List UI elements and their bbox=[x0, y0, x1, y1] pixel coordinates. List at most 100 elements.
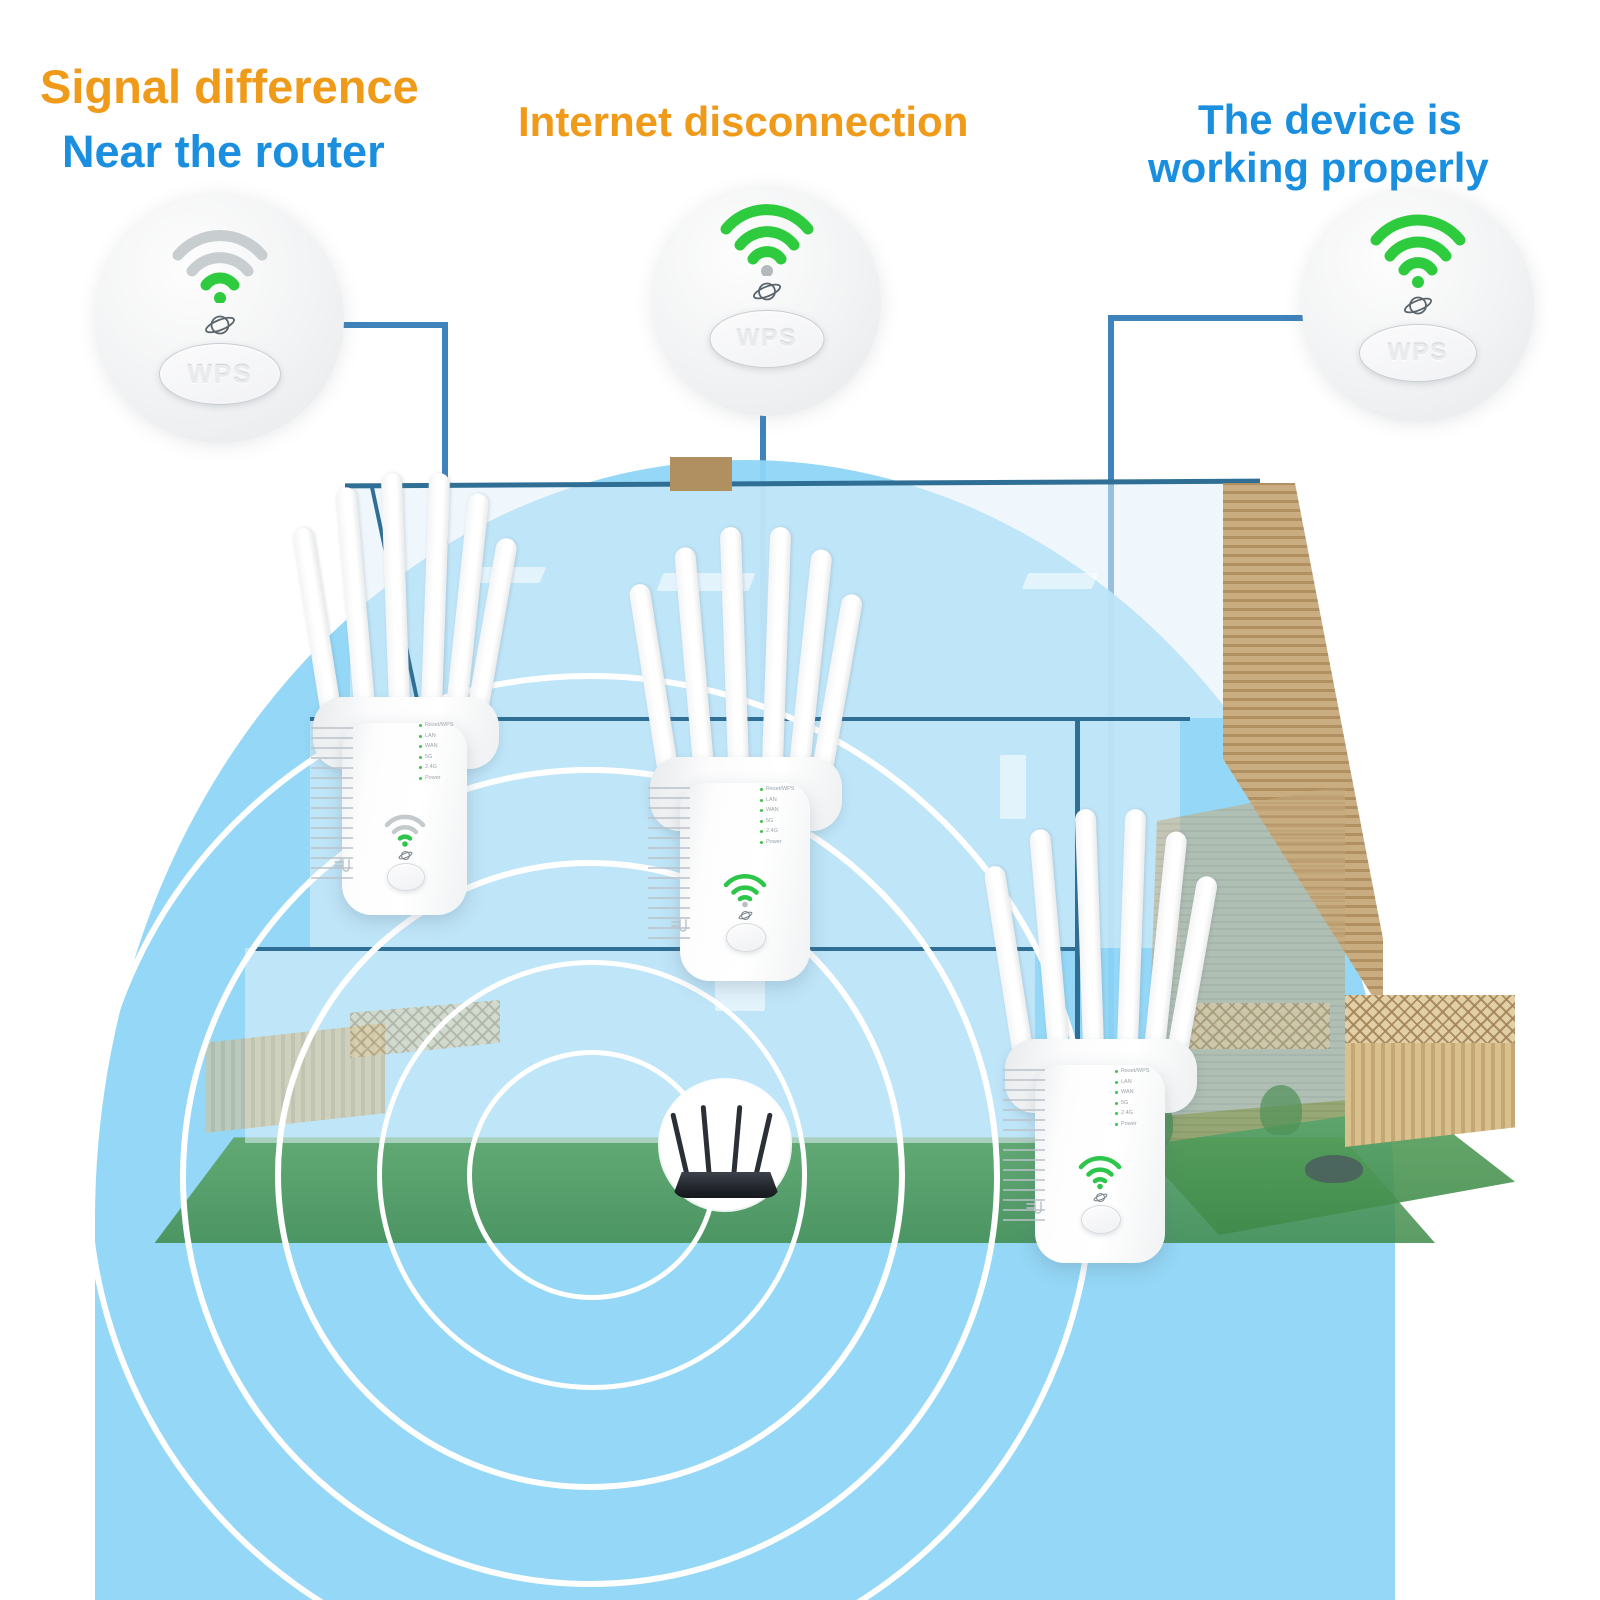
led-indicator bbox=[760, 809, 763, 813]
device-led-panel: Reset/WPS LAN WAN 5G 2.4G Power bbox=[1115, 1068, 1149, 1128]
leader-line-3-horizontal bbox=[1108, 315, 1330, 321]
led-label: Power bbox=[766, 838, 782, 845]
signal-ring-2 bbox=[377, 960, 807, 1390]
router-antenna-2 bbox=[700, 1104, 713, 1184]
led-indicator bbox=[1115, 1122, 1118, 1126]
heading-device-working-line2: working properly bbox=[1148, 144, 1489, 191]
led-row: 5G bbox=[760, 818, 794, 825]
globe-icon bbox=[1402, 292, 1434, 324]
led-indicator bbox=[419, 745, 422, 749]
potted-plant-right bbox=[1260, 1085, 1302, 1135]
device-side-fins bbox=[311, 727, 353, 887]
led-indicator bbox=[419, 766, 422, 770]
led-indicator bbox=[1115, 1091, 1118, 1095]
led-label: LAN bbox=[766, 796, 777, 803]
router-antenna-3 bbox=[730, 1104, 743, 1184]
led-indicator bbox=[760, 819, 763, 823]
antenna-3 bbox=[719, 526, 750, 774]
router-antenna-1 bbox=[670, 1112, 691, 1182]
led-row: Power bbox=[419, 775, 453, 782]
wps-button[interactable] bbox=[726, 923, 766, 952]
power-plug-icon bbox=[670, 917, 688, 936]
led-indicator bbox=[760, 840, 763, 844]
power-plug-icon bbox=[333, 857, 351, 876]
lattice-right bbox=[1345, 995, 1515, 1043]
wps-button[interactable] bbox=[387, 863, 425, 891]
device-led-panel: Reset/WPS LAN WAN 5G 2.4G Power bbox=[419, 722, 454, 782]
led-row: WAN bbox=[1115, 1089, 1149, 1096]
wps-button[interactable]: WPS bbox=[159, 343, 281, 405]
wps-button-label: WPS bbox=[187, 358, 253, 389]
wps-button[interactable]: WPS bbox=[709, 310, 825, 368]
led-indicator bbox=[1115, 1112, 1118, 1116]
wifi-signal-icon bbox=[1367, 212, 1469, 293]
heading-device-working-line1: The device is bbox=[1198, 96, 1462, 143]
antenna-4 bbox=[420, 472, 451, 712]
power-plug-icon bbox=[1025, 1199, 1043, 1218]
wifi-signal-icon bbox=[1077, 1155, 1123, 1195]
heading-internet-disconnection: Internet disconnection bbox=[518, 98, 969, 145]
chimney bbox=[670, 457, 732, 491]
antenna-2 bbox=[1028, 828, 1071, 1062]
led-indicator bbox=[760, 798, 763, 802]
heading-signal-difference-line2: Near the router bbox=[62, 126, 385, 177]
wifi-extender-middle[interactable]: Reset/WPS LAN WAN 5G 2.4G Power bbox=[620, 505, 864, 981]
wifi-signal-icon bbox=[168, 227, 272, 308]
led-row: WAN bbox=[760, 807, 794, 814]
wifi-extender-upper-left[interactable]: Reset/WPS LAN WAN 5G 2.4G Power bbox=[285, 465, 519, 915]
led-label: LAN bbox=[1121, 1078, 1132, 1085]
globe-icon bbox=[751, 278, 783, 310]
wifi-signal-icon bbox=[383, 813, 427, 852]
led-label: 2.4G bbox=[766, 828, 778, 834]
heading-signal-difference-line1: Signal difference bbox=[40, 60, 419, 113]
led-indicator bbox=[760, 830, 763, 834]
globe-icon bbox=[738, 909, 753, 927]
antenna-4 bbox=[761, 526, 792, 772]
led-row: 2.4G bbox=[760, 828, 794, 835]
led-indicator bbox=[419, 724, 422, 728]
wps-button-label: WPS bbox=[1387, 339, 1449, 366]
callout-weak-signal: WPS bbox=[96, 195, 344, 443]
led-row: WAN bbox=[419, 743, 453, 750]
led-row: Reset/WPS bbox=[419, 722, 454, 729]
led-row: Power bbox=[1115, 1120, 1149, 1128]
callout-working-ok: WPS bbox=[1302, 190, 1534, 422]
led-indicator bbox=[419, 734, 422, 738]
dog bbox=[1305, 1155, 1363, 1183]
wps-button[interactable]: WPS bbox=[1359, 324, 1477, 382]
led-row: LAN bbox=[419, 733, 453, 740]
lattice-mid-right bbox=[1185, 1003, 1330, 1049]
led-row: Power bbox=[760, 838, 794, 846]
skylight-3 bbox=[1021, 573, 1099, 589]
router-bubble bbox=[660, 1080, 790, 1210]
device-side-fins bbox=[648, 787, 690, 951]
led-label: WAN bbox=[1121, 1089, 1134, 1095]
antenna-3 bbox=[380, 472, 411, 714]
router-body bbox=[672, 1172, 780, 1198]
router-antenna-4 bbox=[752, 1112, 773, 1182]
led-label: Reset/WPS bbox=[766, 786, 795, 792]
led-row: 5G bbox=[419, 754, 453, 761]
led-label: Power bbox=[1121, 1120, 1137, 1127]
globe-icon bbox=[398, 849, 413, 867]
wifi-extender-lower-right[interactable]: Reset/WPS LAN WAN 5G 2.4G Power bbox=[975, 785, 1219, 1263]
leader-line-1-horizontal bbox=[340, 322, 448, 328]
led-label: 5G bbox=[1121, 1099, 1129, 1106]
antenna-3 bbox=[1074, 808, 1105, 1056]
house-column-right bbox=[1075, 720, 1080, 1140]
led-indicator bbox=[419, 755, 422, 759]
led-row: LAN bbox=[760, 796, 794, 804]
led-label: Reset/WPS bbox=[425, 722, 454, 728]
led-row: 2.4G bbox=[1115, 1110, 1149, 1117]
led-indicator bbox=[419, 776, 422, 780]
led-indicator bbox=[760, 788, 763, 792]
signal-ring-3 bbox=[275, 860, 905, 1490]
antenna-2 bbox=[335, 486, 376, 718]
house-scene: Reset/WPS LAN WAN 5G 2.4G Power bbox=[85, 455, 1515, 1600]
led-label: 2.4G bbox=[425, 764, 437, 770]
led-row: LAN bbox=[1115, 1078, 1149, 1086]
callout-internet-down: WPS bbox=[653, 188, 881, 416]
device-side-fins bbox=[1003, 1069, 1045, 1233]
wps-button[interactable] bbox=[1081, 1205, 1121, 1234]
